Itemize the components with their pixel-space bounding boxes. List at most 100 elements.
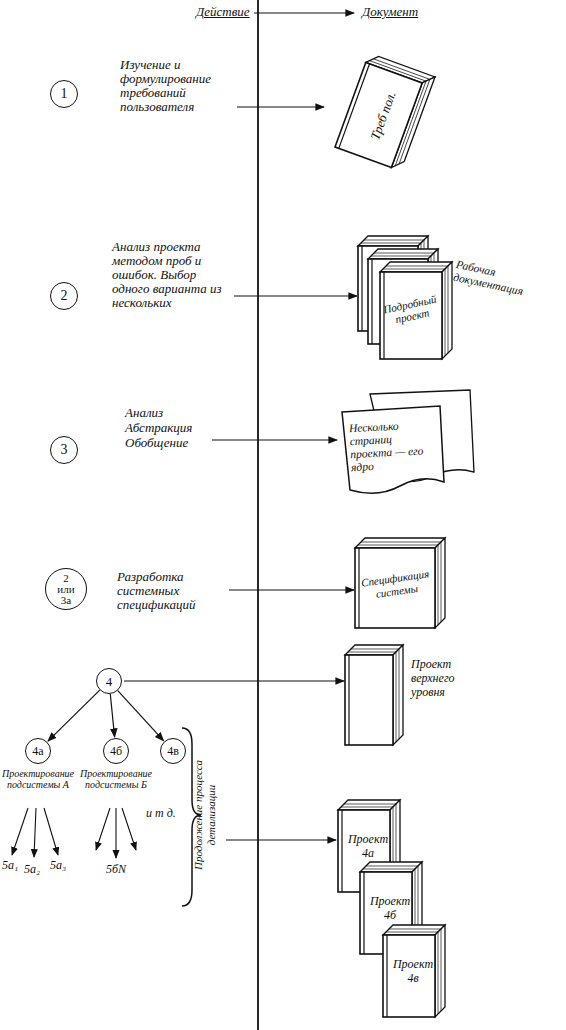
step-circle: 4в — [160, 738, 186, 764]
page-line — [448, 266, 449, 353]
page-line — [341, 807, 393, 808]
annotation-label: 5а₃ — [50, 858, 76, 872]
page-line — [445, 269, 446, 356]
step-node: 1 Изучение и формулирование требований по… — [50, 58, 235, 118]
document-title: Проект 4а — [346, 832, 390, 860]
book-pages — [393, 645, 403, 745]
book-pages — [358, 236, 428, 246]
step-node: 2 или 3аРазработка системных спецификаци… — [45, 568, 227, 614]
annotation-label: Продолжение процесса детализации — [192, 760, 218, 870]
book-cover — [355, 548, 435, 628]
step-number: 4а — [32, 744, 43, 758]
action-text: Проектирование подсистемы Б — [78, 768, 154, 790]
book-pages — [380, 262, 452, 272]
book-pages — [442, 262, 452, 359]
detail-arrow — [226, 839, 336, 840]
branch-arrow — [96, 808, 110, 850]
step-number: 2 — [61, 288, 68, 304]
book-pages — [435, 925, 445, 1017]
document-node: Подробный проектРабочая документация — [358, 236, 534, 362]
book-cover — [345, 655, 393, 745]
step-node: 4бПроектирование подсистемы Б — [78, 738, 154, 810]
page-line — [383, 269, 445, 270]
page-line — [364, 240, 424, 241]
document-node: Треб пол. — [325, 42, 437, 180]
book-pages — [368, 249, 438, 259]
document-node: Спецификация системы — [355, 538, 447, 630]
annotation-label: 5бN — [106, 862, 136, 876]
document-title: Проект 4б — [368, 894, 412, 922]
step-circle: 4а — [25, 738, 51, 764]
arrow-connector — [118, 691, 164, 741]
document-title: Проект верхнего уровня — [411, 657, 473, 699]
step-circle: 2 — [50, 282, 78, 310]
arrow-connector — [229, 589, 354, 590]
book-spine — [341, 810, 342, 892]
page-line — [386, 932, 438, 933]
page-line — [441, 929, 442, 1011]
document-title: Проект 4в — [391, 957, 435, 985]
page-line — [438, 545, 439, 625]
action-text: Анализ проекта методом проб и ошибок. Вы… — [112, 240, 232, 310]
page-line — [351, 649, 399, 650]
tilted-book — [335, 53, 435, 171]
document-node: Проект верхнего уровня — [345, 645, 475, 745]
step-number: 1 — [61, 86, 68, 102]
document-node: Проект 4в — [383, 925, 447, 1017]
document-title: Несколько страниц проекта — его ядро — [349, 418, 436, 474]
step-node: 4в — [160, 738, 186, 764]
branch-arrow — [122, 808, 136, 850]
action-text: Изучение и формулирование требований пол… — [120, 58, 232, 114]
book — [380, 262, 452, 359]
step-node: 2 Анализ проекта методом проб и ошибок. В… — [50, 240, 232, 352]
step-number: 4 — [106, 674, 113, 689]
branch-arrow — [115, 808, 116, 858]
book-cover — [335, 62, 422, 167]
step-number: 2 или 3а — [54, 573, 78, 606]
document-drawing — [358, 236, 534, 362]
action-text: Анализ Абстракция Обобщение — [125, 405, 209, 450]
step-number: 4б — [110, 744, 122, 758]
page-line — [344, 804, 396, 805]
header-arrow — [254, 12, 354, 13]
step-node: 3 Анализ Абстракция Обобщение — [50, 405, 210, 465]
step-circle: 3 — [50, 436, 78, 464]
step-circle: 4б — [103, 738, 129, 764]
book — [355, 538, 445, 628]
arrow-connector — [237, 106, 324, 107]
document-title: Рабочая документация — [452, 258, 536, 300]
page-line — [389, 929, 441, 930]
step-node: 4 — [96, 668, 122, 694]
page-line — [441, 542, 442, 622]
page-line — [348, 652, 396, 653]
book — [345, 645, 403, 745]
arrow-connector — [124, 680, 344, 681]
book-spine — [339, 64, 370, 149]
arrow-connector — [110, 694, 114, 737]
page-line — [366, 866, 418, 867]
book-spine — [371, 259, 372, 344]
branch-arrow — [44, 808, 58, 855]
step-circle: 4 — [96, 668, 122, 694]
book-spine — [363, 872, 364, 954]
book-pages — [435, 538, 445, 628]
document-node: Несколько страниц проекта — его ядро — [338, 390, 478, 505]
arrow-connector — [212, 439, 337, 440]
page-line — [363, 869, 415, 870]
page-line — [371, 256, 431, 257]
annotation-label: Действие — [196, 4, 258, 19]
page-line — [396, 652, 397, 742]
page-line — [438, 932, 439, 1014]
book-spine — [386, 935, 387, 1017]
book-cover — [383, 935, 435, 1017]
arrow-connector — [234, 295, 357, 296]
page-line — [361, 542, 441, 543]
arrow-connector — [48, 690, 100, 741]
book — [335, 53, 435, 171]
page-line — [374, 253, 434, 254]
paper-sheet — [342, 406, 444, 493]
